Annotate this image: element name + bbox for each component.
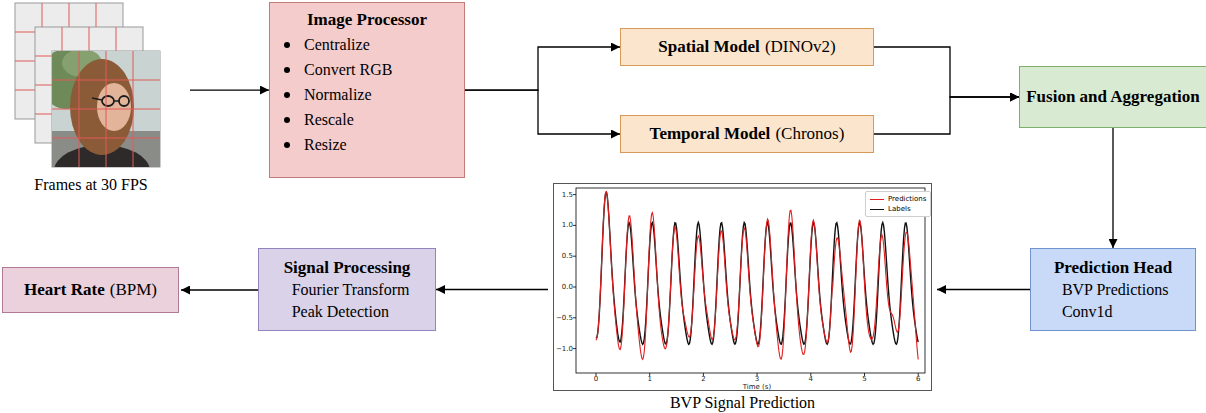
box-title: Temporal Model — [650, 123, 771, 145]
process-box: Signal ProcessingFourier TransformPeak D… — [258, 248, 436, 331]
bullet-item: Normalize — [270, 82, 464, 107]
box-content: Signal ProcessingFourier TransformPeak D… — [284, 257, 411, 322]
box-title: Spatial Model — [658, 36, 760, 58]
flow-arrow — [937, 289, 1030, 290]
output-box: Heart Rate(BPM) — [2, 267, 179, 313]
box-title: Image Processor — [270, 9, 464, 31]
bullet-dot — [284, 67, 290, 73]
bullet-item: Convert RGB — [270, 57, 464, 82]
box-content: Fusion and Aggregation — [1026, 86, 1200, 108]
bullet-text: Convert RGB — [304, 57, 392, 82]
bullet-dot — [284, 142, 290, 148]
box-line: Peak Detection — [284, 301, 411, 323]
frames-illustration: Frames at 30 FPS — [2, 2, 180, 197]
box-content: Image ProcessorCentralizeConvert RGBNorm… — [270, 9, 464, 157]
flow-arrow — [874, 97, 1019, 134]
flow-arrow — [436, 289, 548, 290]
flow-arrow — [190, 89, 269, 90]
box-title: Signal Processing — [284, 257, 411, 279]
flow-arrow — [1112, 128, 1113, 248]
flow-arrow — [181, 289, 258, 290]
labels-curve — [596, 192, 918, 344]
bullet-text: Resize — [304, 132, 347, 157]
model-box: Temporal Model(Chronos) — [620, 115, 874, 154]
bullet-dot — [284, 92, 290, 98]
model-box: Spatial Model(DINOv2) — [620, 28, 874, 67]
box-title: Heart Rate — [24, 279, 105, 301]
box-line: BVP Predictions — [1054, 279, 1172, 301]
bullet-item: Centralize — [270, 32, 464, 57]
flow-arrow — [465, 47, 620, 90]
box-title: Fusion and Aggregation — [1026, 86, 1200, 108]
predictions-curve — [596, 192, 918, 360]
box-line: Conv1d — [1054, 301, 1172, 323]
bullet-dot — [284, 42, 290, 48]
fusion-box: Fusion and Aggregation — [1019, 66, 1206, 128]
bullet-item: Resize — [270, 132, 464, 157]
box-content: Spatial Model(DINOv2) — [658, 36, 835, 59]
model-name: (Chronos) — [775, 123, 844, 146]
box-content: Temporal Model(Chronos) — [650, 123, 845, 146]
video-frames — [2, 2, 180, 174]
flow-arrow — [465, 90, 620, 134]
box-content: Prediction HeadBVP PredictionsConv1d — [1054, 257, 1172, 322]
model-name: (DINOv2) — [765, 36, 836, 59]
process-box: Image ProcessorCentralizeConvert RGBNorm… — [269, 2, 465, 178]
caption: BVP Signal Prediction — [553, 394, 932, 412]
bullet-text: Centralize — [304, 32, 370, 57]
bullet-text: Normalize — [304, 82, 372, 107]
box-content: Heart Rate(BPM) — [24, 279, 157, 302]
bvp-plot — [553, 183, 932, 392]
bullet-text: Rescale — [304, 107, 354, 132]
caption: Frames at 30 FPS — [2, 176, 180, 194]
box-line: Fourier Transform — [284, 279, 411, 301]
bullet-item: Rescale — [270, 107, 464, 132]
bullet-dot — [284, 117, 290, 123]
signal-plot: BVP Signal Prediction — [553, 183, 932, 412]
flow-arrow — [874, 47, 1019, 97]
box-title: Prediction Head — [1054, 257, 1172, 279]
model-name: (BPM) — [110, 279, 157, 302]
head-box: Prediction HeadBVP PredictionsConv1d — [1030, 248, 1196, 331]
